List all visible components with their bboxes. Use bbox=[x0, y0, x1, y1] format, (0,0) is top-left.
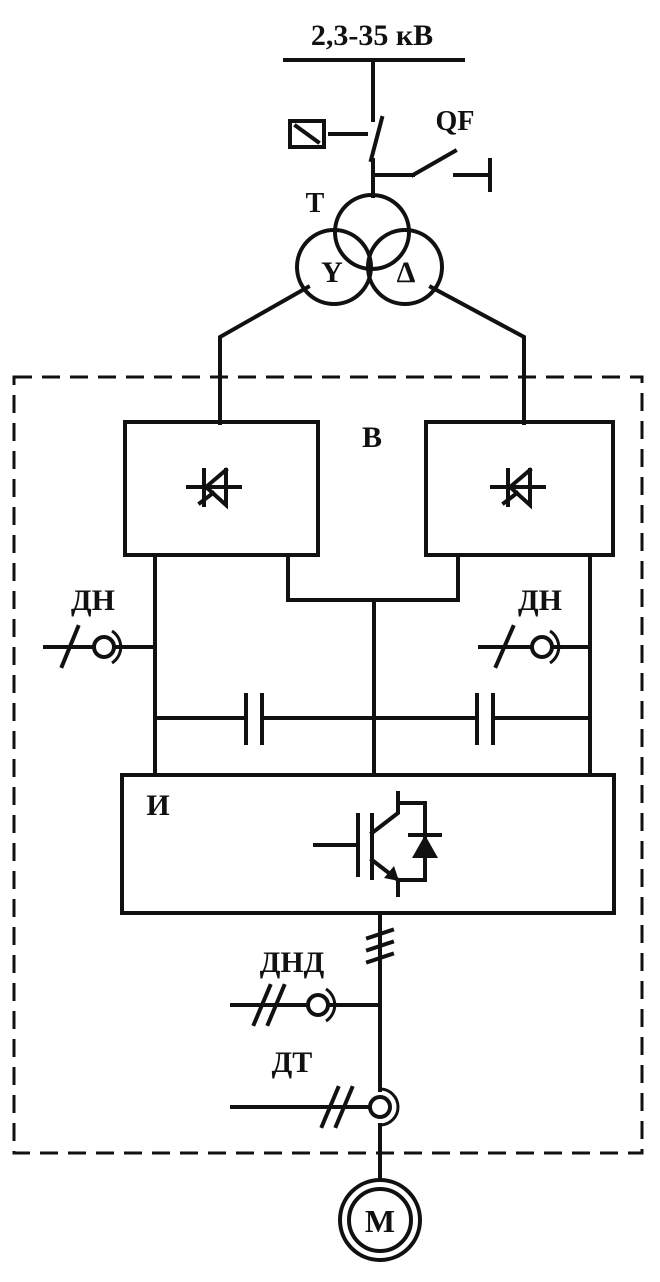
voltage-sensor-right bbox=[478, 624, 592, 669]
supply-voltage-label: 2,3-35 кВ bbox=[311, 19, 433, 52]
breaker-label: QF bbox=[436, 106, 475, 137]
wye-winding-symbol: Y bbox=[321, 256, 343, 289]
transformer-t bbox=[295, 193, 444, 306]
current-sensor bbox=[230, 1085, 400, 1129]
rectifier-midpoint-link bbox=[286, 553, 460, 602]
rectifier-right bbox=[424, 420, 615, 557]
dc-link-capacitor-right bbox=[372, 693, 592, 745]
output-voltage-sensor bbox=[230, 983, 382, 1027]
voltage-sensor-left bbox=[43, 624, 157, 669]
current-sensor-label: ДТ bbox=[272, 1046, 313, 1079]
delta-winding-symbol: Δ bbox=[397, 256, 416, 289]
motor bbox=[338, 1178, 422, 1262]
output-voltage-sensor-label: ДНД bbox=[260, 946, 325, 979]
rectifier-left bbox=[123, 420, 320, 557]
breaker-release-coil bbox=[288, 119, 326, 149]
rectifier-label: В bbox=[362, 421, 382, 454]
dc-link-capacitor-left bbox=[153, 693, 376, 745]
igbt-symbol bbox=[313, 791, 442, 897]
breaker-qf bbox=[328, 106, 492, 198]
transformer-label: T bbox=[306, 188, 325, 219]
secondary-lead-right bbox=[428, 284, 526, 425]
converter-enclosure bbox=[12, 375, 644, 1155]
voltage-sensor-left-label: ДН bbox=[71, 584, 115, 617]
motor-label: M bbox=[365, 1203, 395, 1239]
secondary-lead-left bbox=[218, 284, 311, 425]
voltage-sensor-right-label: ДН bbox=[518, 584, 562, 617]
inverter-block bbox=[120, 773, 616, 915]
three-phase-marker bbox=[365, 927, 395, 965]
inverter-label: И bbox=[146, 789, 169, 822]
